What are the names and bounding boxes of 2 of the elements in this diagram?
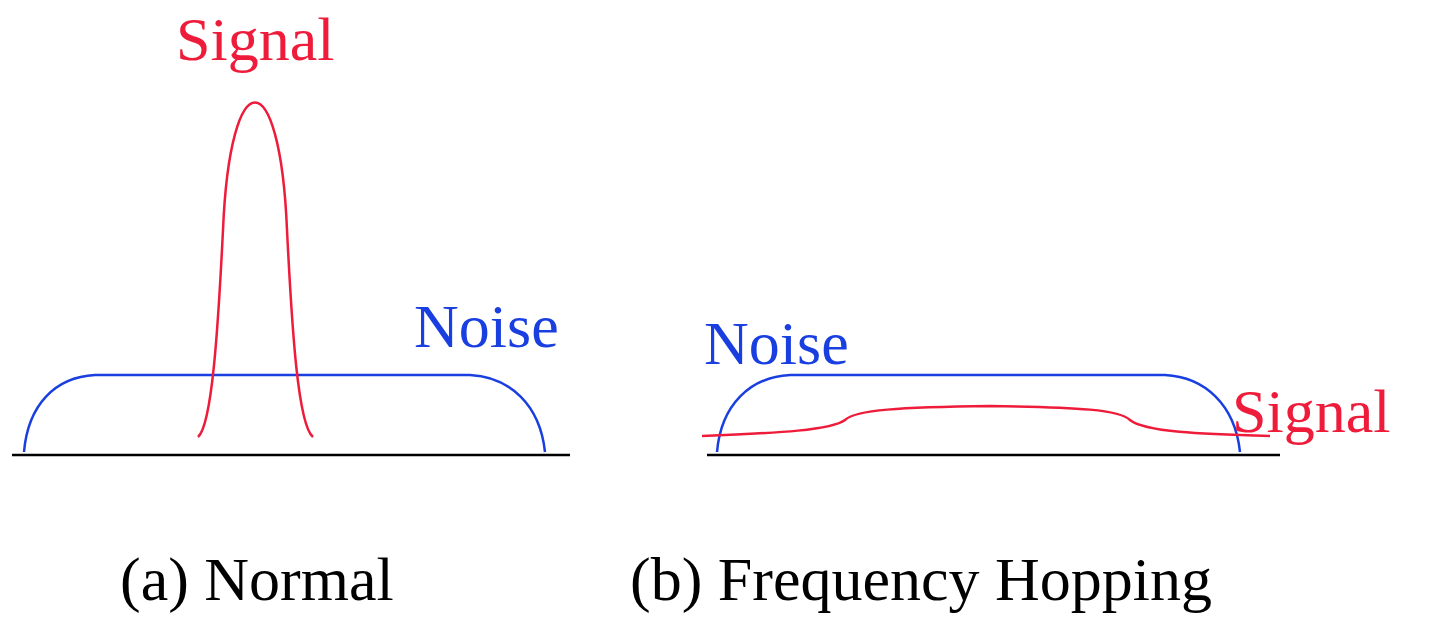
curve-label: Noise xyxy=(704,312,849,374)
curve-label: Noise xyxy=(414,295,559,357)
